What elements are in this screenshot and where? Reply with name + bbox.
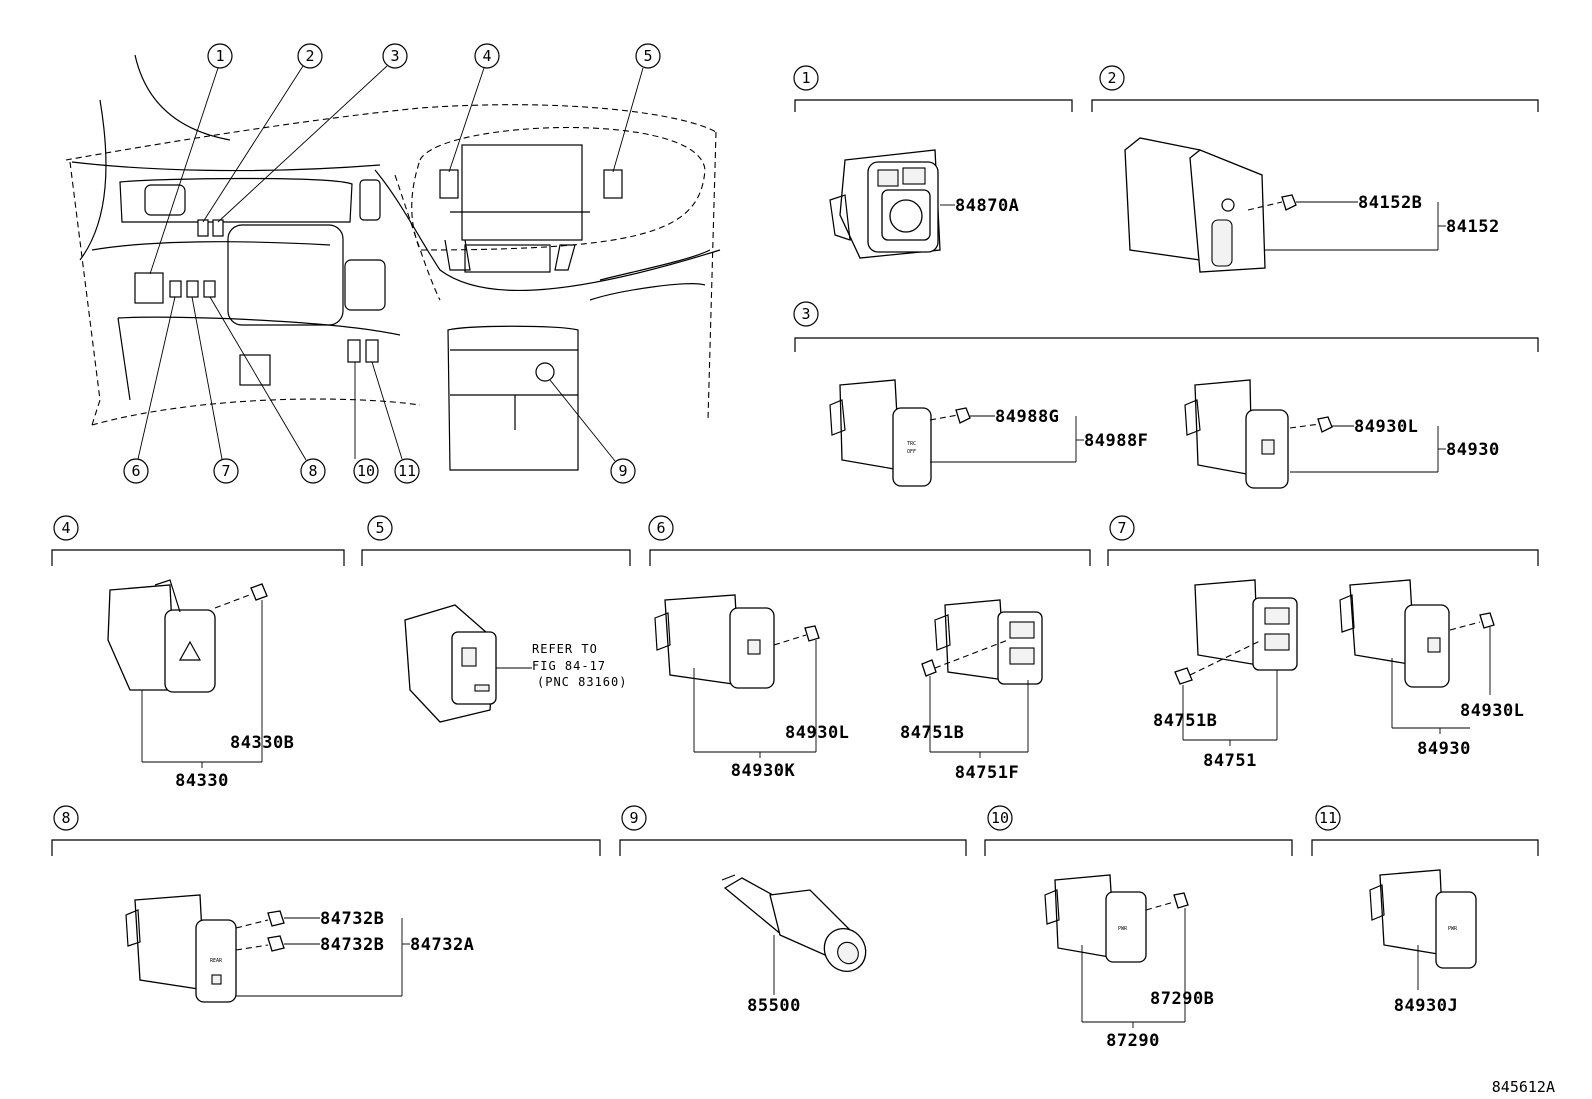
part-label: 84751B — [1153, 711, 1217, 731]
svg-text:9: 9 — [618, 462, 627, 480]
hazard-switch — [107, 579, 216, 693]
mirror-switch — [829, 149, 941, 259]
part-label: 84732A — [410, 935, 474, 955]
part-label: 84930L — [1354, 417, 1418, 437]
svg-text:6: 6 — [131, 462, 140, 480]
callout-10: 10 — [353, 362, 379, 484]
part-label: 84330 — [175, 771, 229, 791]
part-label: 84930 — [1417, 739, 1471, 759]
svg-text:7: 7 — [221, 462, 230, 480]
switch-84930k — [654, 594, 775, 689]
svg-text:5: 5 — [643, 47, 652, 65]
svg-text:4: 4 — [61, 519, 70, 537]
switch-84930j: PWR — [1369, 869, 1477, 969]
svg-text:1: 1 — [801, 69, 810, 87]
svg-text:FIG 84-17: FIG 84-17 — [532, 659, 606, 673]
part-label: 84930L — [785, 723, 849, 743]
section-2: 2 84152B 84152 — [1091, 65, 1539, 273]
section-1: 1 84870A — [793, 65, 1073, 259]
svg-text:8: 8 — [308, 462, 317, 480]
dashboard-overview: 1 2 3 4 5 6 7 8 — [65, 43, 721, 484]
section-3: 3 TRC OFF 84988G 84988F 84930L 84930 — [793, 301, 1539, 489]
part-label: 84330B — [230, 733, 294, 753]
svg-text:REAR: REAR — [210, 958, 223, 964]
svg-text:10: 10 — [357, 462, 375, 480]
callout-9: 9 — [549, 379, 636, 484]
callout-1: 1 — [149, 43, 233, 275]
section-9: 9 85500 — [619, 805, 967, 1016]
svg-text:2: 2 — [305, 47, 314, 65]
part-label: 87290 — [1106, 1031, 1160, 1051]
part-label: 84988G — [995, 407, 1059, 427]
slide-door-switch — [1184, 379, 1289, 489]
callout-3: 3 — [217, 43, 408, 223]
callout-5: 5 — [612, 43, 661, 173]
callout-2: 2 — [202, 43, 323, 223]
svg-text:(PNC 83160): (PNC 83160) — [537, 675, 627, 689]
svg-text:3: 3 — [801, 305, 810, 323]
part-label: 84152B — [1358, 193, 1422, 213]
part-label: 85500 — [747, 996, 801, 1016]
svg-text:9: 9 — [629, 809, 638, 827]
part-label: 84930K — [731, 761, 796, 781]
switch-84930 — [1339, 579, 1450, 688]
part-label: 84930L — [1460, 701, 1524, 721]
switch-87290: PWR — [1044, 874, 1147, 963]
part-label: 84751F — [955, 763, 1019, 783]
callout-6: 6 — [123, 296, 176, 484]
part-label: 84988F — [1084, 431, 1148, 451]
svg-text:2: 2 — [1107, 69, 1116, 87]
svg-text:PWR: PWR — [1118, 926, 1128, 932]
callout-8: 8 — [209, 296, 326, 484]
callout-4: 4 — [448, 43, 500, 173]
svg-text:8: 8 — [61, 809, 70, 827]
switch-assembly — [404, 604, 497, 723]
part-label: 87290B — [1150, 989, 1214, 1009]
svg-text:1: 1 — [215, 47, 224, 65]
part-label: 84930J — [1394, 996, 1458, 1016]
svg-text:3: 3 — [390, 47, 399, 65]
callout-7: 7 — [191, 296, 239, 484]
svg-text:REFER TO: REFER TO — [532, 642, 598, 656]
svg-text:PWR: PWR — [1448, 926, 1458, 932]
part-label: 84152 — [1446, 217, 1500, 237]
part-label: 84930 — [1446, 440, 1500, 460]
callout-11: 11 — [371, 361, 420, 484]
switch-84751 — [1194, 579, 1298, 671]
svg-text:TRC: TRC — [907, 441, 916, 447]
section-10: 10 PWR 87290B 87290 — [984, 805, 1293, 1051]
part-label: 84751B — [900, 723, 964, 743]
trac-off-switch: TRC OFF — [829, 379, 932, 487]
rear-defogger-switch: REAR — [125, 894, 237, 1003]
diagram-id: 845612A — [1492, 1078, 1555, 1096]
section-5: 5 REFER TO FIG 84-17 (PNC 83160) — [361, 515, 631, 723]
svg-text:11: 11 — [1319, 809, 1337, 827]
svg-text:4: 4 — [482, 47, 491, 65]
part-label: 84732B — [320, 909, 384, 929]
section-6: 6 84930L 84930K 84751B 84751F — [648, 515, 1091, 783]
svg-text:10: 10 — [991, 809, 1009, 827]
section-4: 4 84330B 84330 — [51, 515, 345, 791]
cigarette-lighter — [721, 874, 867, 973]
svg-text:5: 5 — [375, 519, 384, 537]
part-label: 84870A — [955, 196, 1019, 216]
part-label: 84751 — [1203, 751, 1257, 771]
svg-text:OFF: OFF — [907, 449, 916, 455]
section-8: 8 REAR 84732B 84732B 84732A — [51, 805, 601, 1003]
section-11: 11 PWR 84930J — [1311, 805, 1539, 1016]
svg-text:11: 11 — [398, 462, 416, 480]
part-label: 84732B — [320, 935, 384, 955]
svg-text:6: 6 — [656, 519, 665, 537]
section-7: 7 84751B 84751 84930L 84930 — [1107, 515, 1539, 771]
svg-text:7: 7 — [1117, 519, 1126, 537]
headlight-dimmer-switch — [1124, 137, 1266, 273]
switch-84751f — [934, 599, 1043, 685]
